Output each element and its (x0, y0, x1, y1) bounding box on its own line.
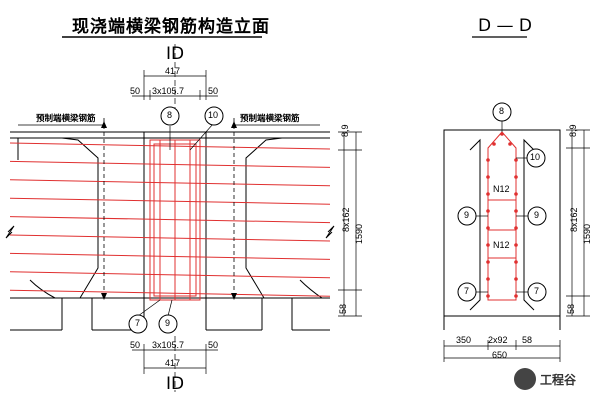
dim-total-section: 650 (492, 350, 508, 360)
elevation-top-dimensions (132, 44, 218, 118)
section-rebar-dot (486, 226, 490, 230)
elevation-rebar-group (9, 142, 331, 297)
elevation-rebar-line (9, 160, 331, 168)
dim-right-section: 58 (522, 335, 533, 345)
dim-stirrup-section: 8x162 (569, 207, 579, 232)
cut-label-top: ID (166, 44, 185, 64)
callout-9-elevation (158, 314, 178, 334)
callout-8-section (492, 102, 512, 122)
section-dd-rebar (487, 131, 517, 301)
dim-left-cover-bottom: 50 (130, 340, 141, 350)
section-dd-right-dimensions (566, 129, 590, 317)
section-rebar-dot (492, 142, 496, 146)
elevation-rebar-line (9, 234, 331, 242)
drawing-title: 现浇端横梁钢筋构造立面 (72, 17, 270, 37)
section-rebar-dot (486, 277, 490, 281)
callout-10-section (526, 148, 546, 168)
elevation-rebar-line (9, 216, 331, 224)
callout-7-section-right (527, 282, 547, 302)
section-rebar-dot (508, 142, 512, 146)
dim-height-elevation: 1590 (354, 223, 364, 244)
section-rebar-dot (514, 175, 518, 179)
watermark-text: 工程谷 (540, 373, 577, 387)
dim-total-width-top: 417 (165, 66, 181, 76)
callout-9-section-right (527, 206, 547, 226)
elevation-rebar-line (9, 252, 331, 260)
dim-left-cover-top: 50 (130, 86, 141, 96)
elevation-bottom-dimensions (132, 336, 218, 392)
section-dd-bars (486, 132, 518, 298)
dim-spacing-top: 3x105.7 (152, 86, 185, 96)
callout-7-section-right-text: 7 (534, 286, 540, 296)
section-rebar-dot (486, 209, 490, 213)
callout-10-elevation-text: 10 (208, 110, 219, 120)
prefab-rebar-label-left: 预制端横梁钢筋 (36, 114, 96, 124)
dim-bottom-elevation: 58 (338, 303, 348, 314)
callout-8-section-text: 8 (499, 106, 505, 116)
cut-label-bottom: ID (166, 374, 185, 394)
section-rebar-dot (514, 226, 518, 230)
dim-spacing-bottom: 3x105.7 (152, 340, 185, 350)
section-rebar-dot (486, 175, 490, 179)
elevation-rebar-line (9, 197, 331, 205)
dim-right-cover-top: 50 (208, 86, 219, 96)
section-rebar-dot (514, 158, 518, 162)
elevation-right-dimensions (338, 131, 362, 317)
callout-9-section-left-text: 9 (464, 210, 470, 220)
callout-7-elevation (128, 314, 148, 334)
dim-right-cover-bottom: 50 (208, 340, 219, 350)
prefab-rebar-label-right: 预制端横梁钢筋 (240, 114, 300, 124)
section-rebar-dot (500, 132, 504, 136)
callout-7-section-left-text: 7 (464, 286, 470, 296)
section-dd-bottom-dimensions (443, 340, 561, 362)
section-rebar-dot (514, 294, 518, 298)
elevation-leaders (18, 123, 320, 317)
callout-circles (128, 102, 547, 334)
dim-bottom-section: 58 (566, 303, 576, 314)
elevation-stirrups (149, 139, 201, 301)
section-rebar-dot (514, 192, 518, 196)
section-rebar-dot (486, 260, 490, 264)
section-dd-leaders (475, 121, 529, 293)
elevation-rebar-line (9, 289, 331, 297)
section-rebar-dot (514, 243, 518, 247)
dim-left-section: 350 (456, 335, 472, 345)
callout-8-elevation-text: 8 (167, 110, 173, 120)
dim-total-width-bottom: 417 (165, 358, 181, 368)
callout-7-elevation-text: 7 (135, 318, 141, 328)
dim-top-elevation: 8,9 (340, 124, 350, 137)
callout-7-section-left (457, 282, 477, 302)
section-dd-outline (443, 129, 561, 330)
elevation-rebar-line (9, 179, 331, 187)
elevation-rebar-line (9, 271, 331, 279)
section-title: D — D (478, 16, 532, 36)
elevation-arrows (101, 121, 237, 300)
section-rebar-dot (486, 294, 490, 298)
dim-stirrup-elevation: 8x162 (341, 207, 351, 232)
elevation-dashed-lines (103, 118, 235, 300)
callout-9-section-left (457, 206, 477, 226)
section-rebar-dot (514, 260, 518, 264)
section-rebar-dot (514, 209, 518, 213)
section-rebar-dot (486, 243, 490, 247)
dim-height-section: 1590 (582, 223, 592, 244)
callout-9-elevation-text: 9 (165, 318, 171, 328)
callout-8-elevation (160, 106, 180, 126)
section-rebar-dot (514, 277, 518, 281)
watermark-logo-icon (514, 368, 536, 390)
dim-mid-section: 2x92 (488, 335, 508, 345)
callout-10-section-text: 10 (530, 152, 541, 162)
callout-10-elevation (204, 106, 224, 126)
section-rebar-dot (486, 158, 490, 162)
dim-top-section: 8,9 (568, 124, 578, 137)
callout-9-section-right-text: 9 (534, 210, 540, 220)
n12-label-top: N12 (493, 184, 510, 194)
section-rebar-dot (486, 192, 490, 196)
n12-label-bottom: N12 (493, 240, 510, 250)
